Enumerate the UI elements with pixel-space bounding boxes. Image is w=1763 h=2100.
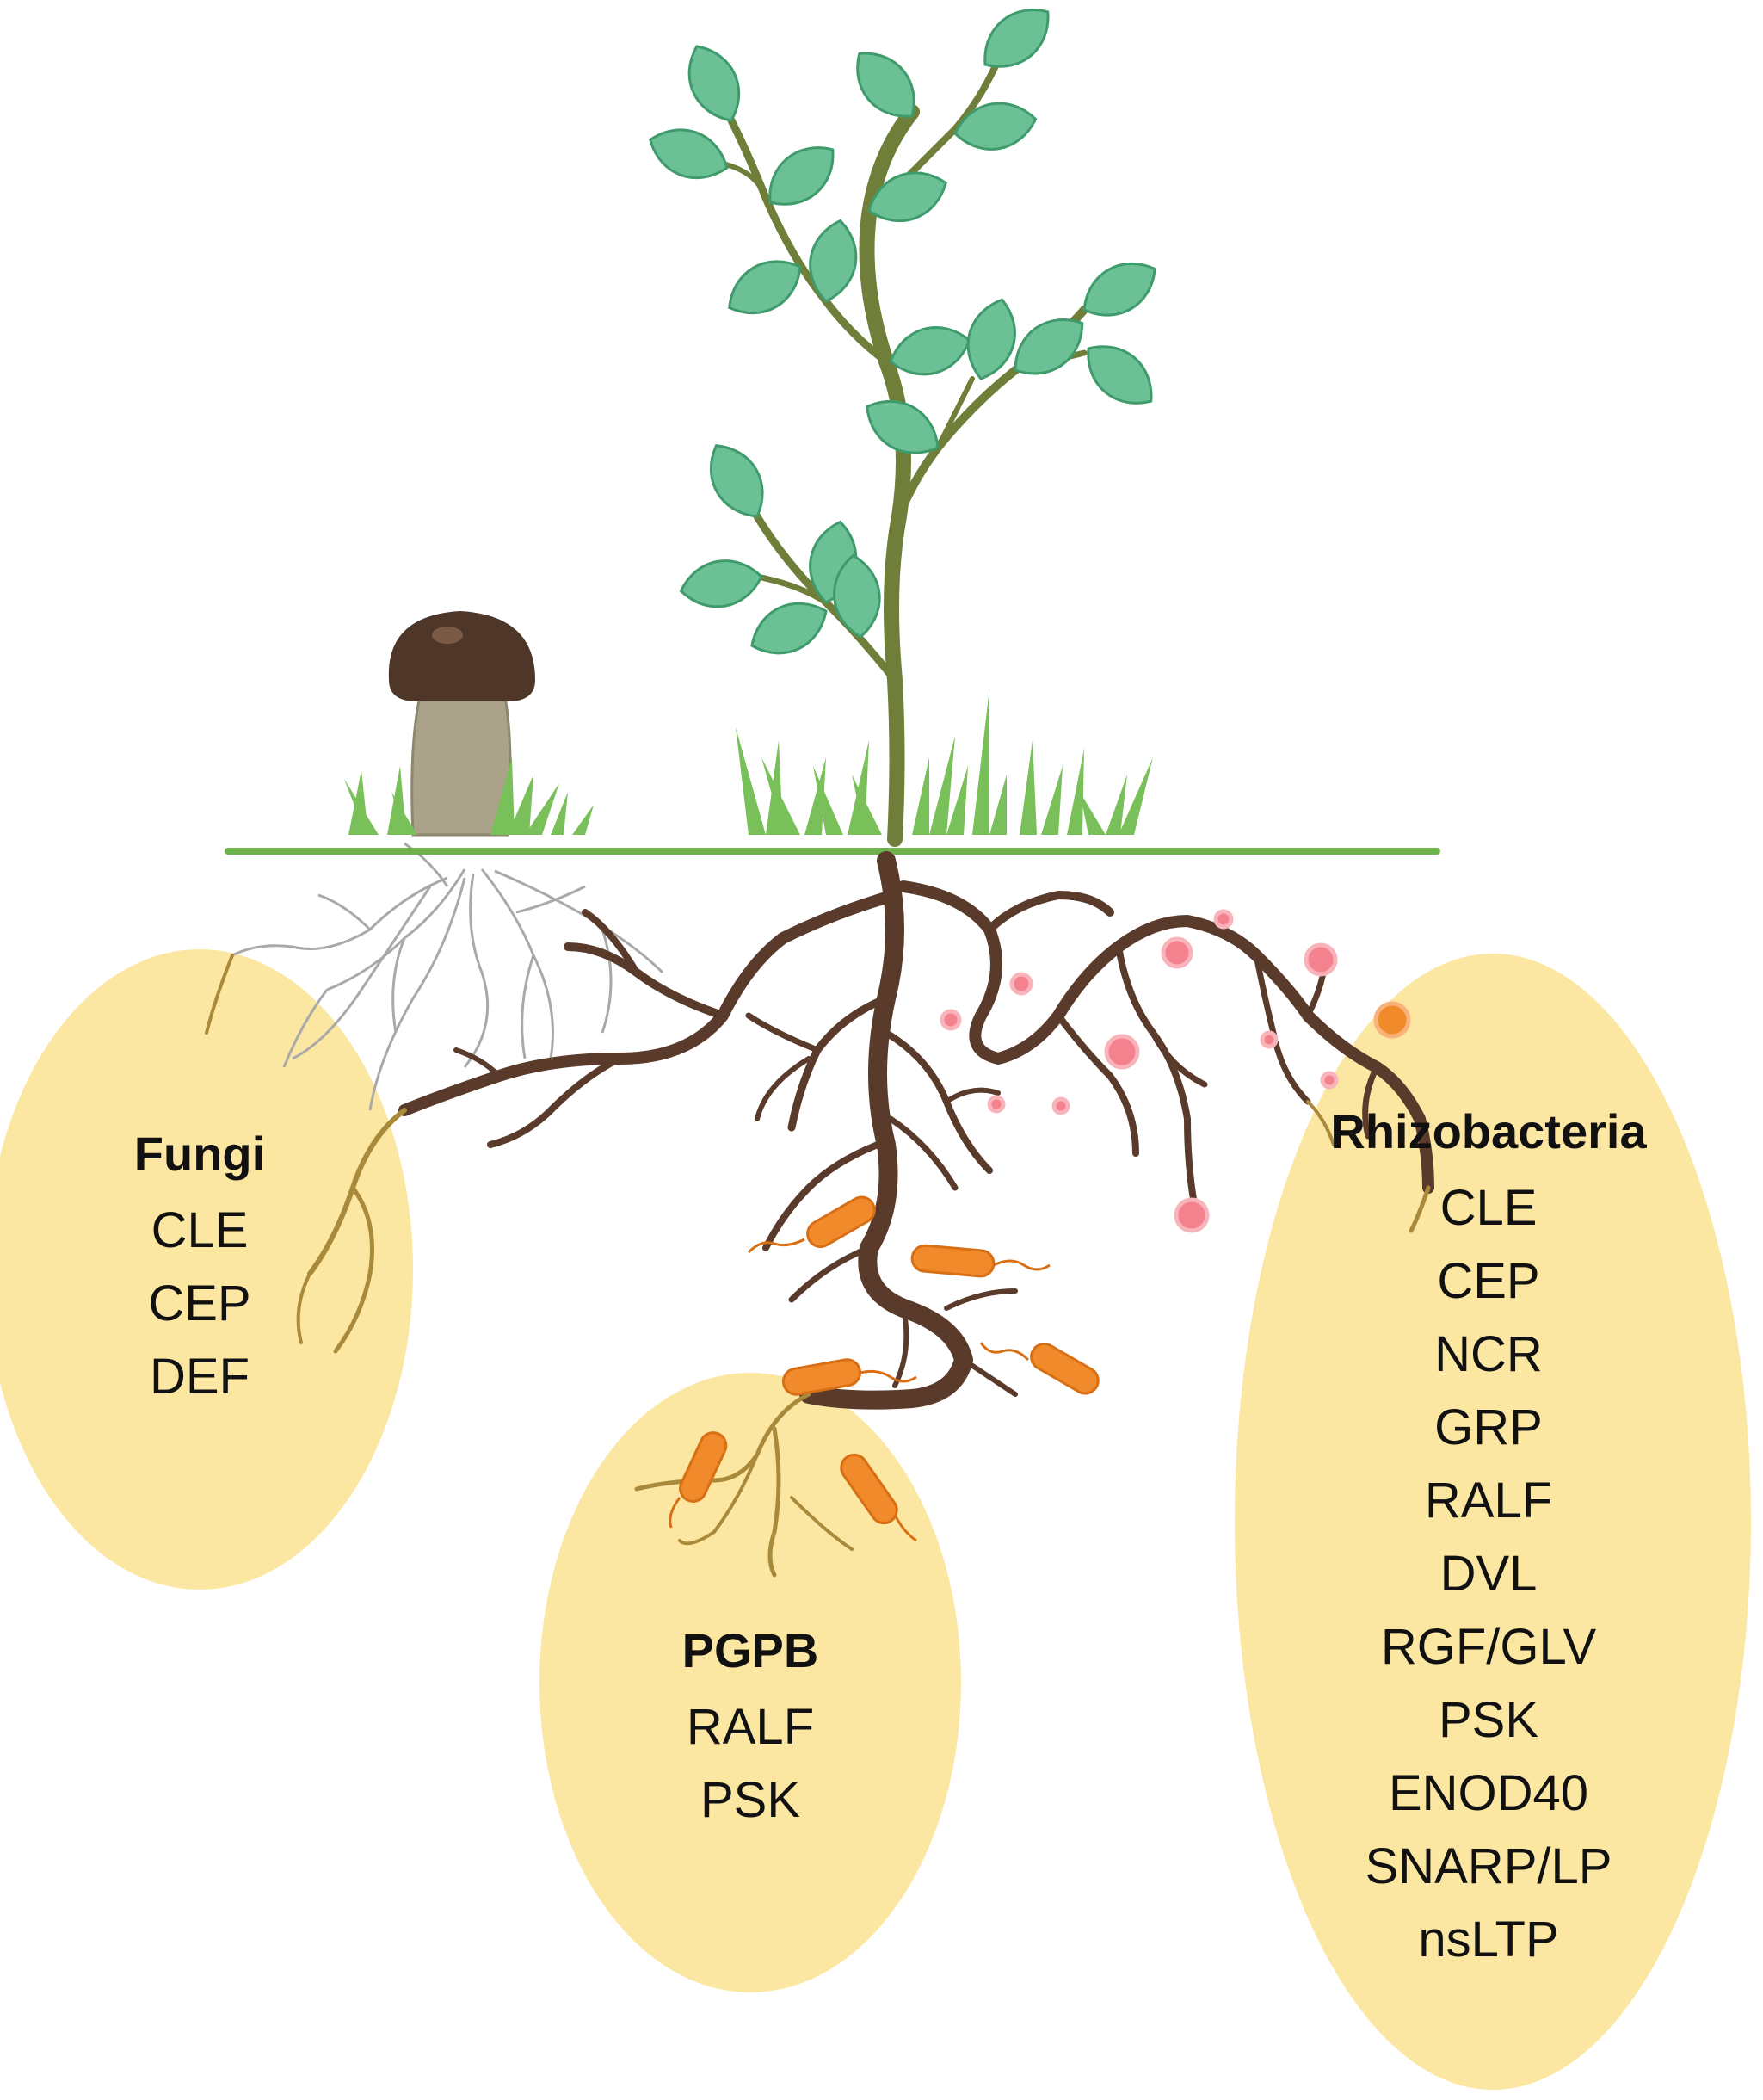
root-nodule-icon (987, 1095, 1006, 1114)
group-title: PGPB (681, 1623, 819, 1677)
pgpb-group: PGPB RALF PSK (647, 1611, 854, 1837)
leaf-icon (768, 146, 835, 206)
leaf-icon (856, 52, 915, 118)
root-nodule-icon (940, 1009, 962, 1031)
orange-nodule-icon (1373, 1001, 1411, 1039)
leaf-icon (1014, 318, 1084, 375)
rod-bacterium-icon (781, 1358, 862, 1396)
leaf-icon (953, 102, 1038, 151)
rod-bacterium-icon (840, 1453, 898, 1525)
group-title: Fungi (133, 1127, 266, 1181)
peptide-item: NCR (1434, 1326, 1543, 1382)
peptide-item: ENOD40 (1388, 1765, 1589, 1821)
peptide-item: CEP (1437, 1253, 1540, 1309)
bacterial-flagella (669, 1238, 1051, 1542)
peptide-item: nsLTP (1418, 1912, 1559, 1967)
peptide-item: CEP (148, 1275, 251, 1331)
mushroom-icon (388, 611, 535, 837)
leaf-icon (750, 602, 828, 655)
leaf-icon (679, 559, 763, 608)
fungi-ellipse (0, 949, 413, 1590)
peptide-item: PSK (700, 1772, 801, 1828)
rod-bacterium-icon (806, 1195, 876, 1248)
root-system-icon (398, 851, 1434, 1410)
leaf-icon (983, 9, 1050, 68)
rhizobacteria-ellipse (1235, 954, 1751, 2090)
group-title: Rhizobacteria (1330, 1104, 1647, 1158)
root-nodule-icon (1051, 1096, 1070, 1115)
peptide-item: CLE (1439, 1180, 1538, 1236)
rod-bacteria (679, 1195, 1100, 1525)
rhizobacteria-group: Rhizobacteria CLE CEP NCR GRP RALF DVL R… (1291, 1092, 1686, 1976)
root-nodule-icon (1161, 936, 1193, 969)
leaf-icon (709, 444, 764, 518)
root-nodule-icon (1213, 909, 1234, 930)
peptide-item: GRP (1434, 1399, 1543, 1455)
peptide-item: RALF (1424, 1473, 1553, 1529)
peptide-item: CLE (151, 1202, 249, 1258)
root-nodule-icon (1009, 972, 1033, 996)
fungal-hyphae-icon (231, 842, 664, 1111)
root-tips (205, 954, 1431, 1578)
peptide-item: RGF/GLV (1380, 1619, 1597, 1675)
peptide-item: DEF (150, 1349, 250, 1405)
leaf-icon (833, 553, 881, 639)
leaf-icon (867, 171, 948, 223)
peptide-item: RALF (686, 1699, 815, 1755)
root-nodule-icon (1104, 1034, 1140, 1070)
fungi-group: Fungi CLE CEP DEF (96, 1115, 303, 1413)
leaf-icon (866, 399, 940, 454)
root-nodule-icon (1320, 1071, 1339, 1090)
leaf-icon (809, 219, 858, 303)
root-nodule-icon (1174, 1197, 1210, 1233)
leaf-icon (1082, 262, 1156, 317)
root-nodules (940, 909, 1411, 1233)
leaf-icon (728, 260, 802, 315)
peptide-item: PSK (1438, 1692, 1539, 1748)
peptide-item: SNARP/LP (1365, 1838, 1612, 1894)
rod-bacterium-icon (1030, 1343, 1100, 1395)
grass-icon (344, 689, 1153, 835)
leaf-icon (966, 298, 1016, 380)
plant-icon (648, 9, 1156, 847)
peptide-item: DVL (1439, 1546, 1538, 1602)
pgpb-ellipse (539, 1373, 961, 1992)
root-nodule-icon (1304, 942, 1338, 977)
leaf-icon (648, 128, 729, 180)
rod-bacterium-icon (679, 1431, 728, 1503)
leaf-icon (687, 45, 741, 122)
leaf-icon (1087, 345, 1153, 405)
root-nodule-icon (1260, 1030, 1279, 1049)
rod-bacterium-icon (910, 1244, 996, 1278)
